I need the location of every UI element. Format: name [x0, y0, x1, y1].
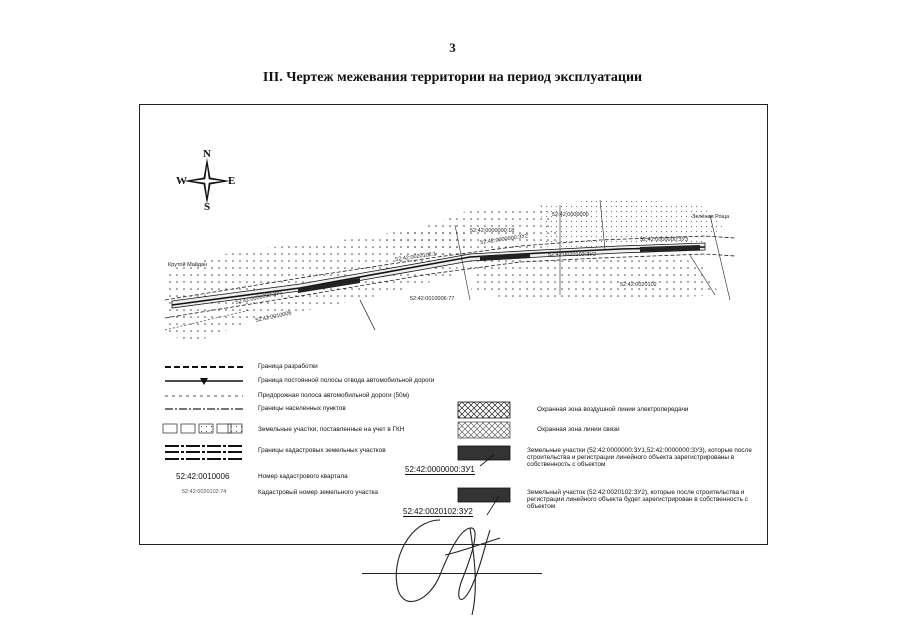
legend-item: Земельные участки, поставленные на учет …: [258, 426, 405, 433]
cadastral-label: 52:42:0000000:ЗУ3: [640, 237, 689, 243]
compass-east: E: [228, 175, 236, 187]
cadastral-label: 52:42:0020102: [620, 282, 657, 288]
compass-south: S: [204, 201, 211, 213]
compass-star-icon: [184, 158, 230, 204]
settlement-area-lower: [470, 255, 720, 300]
drawing-frame: [139, 104, 768, 545]
parcel-zu2: [480, 253, 530, 261]
compass-west: W: [176, 175, 187, 187]
cadastral-label: 52:42:0000000:18: [470, 228, 515, 234]
village-label: Крутой Майдан: [168, 262, 208, 268]
signature: [395, 519, 501, 616]
callout-label: 52:42:0000000:ЗУ1: [405, 465, 475, 475]
legend-item: Границы населенных пунктов: [258, 405, 346, 412]
legend-item: Номер кадастрового квартала: [258, 473, 348, 480]
document-title: III. Чертеж межевания территории на пери…: [262, 70, 643, 85]
kv-number-sample: 52:42:0010006: [176, 472, 230, 481]
legend-symbols: [162, 366, 511, 516]
cadastral-label: 52:42:0020102:ЗУ2: [548, 252, 597, 258]
compass-north: N: [203, 148, 211, 160]
cadastral-label: 52:42:0010006:77: [410, 296, 455, 302]
plot-number-sample: 52:42:0020102:74: [182, 489, 227, 495]
signature-line: [362, 573, 542, 574]
parcel-zu3: [640, 245, 700, 252]
village-label: Зелёная Роща: [692, 214, 730, 220]
legend-item: Границы кадастровых земельных участков: [258, 447, 386, 454]
legend-item: Граница постоянной полосы отвода автомоб…: [258, 377, 435, 384]
parcel-zu1: [298, 278, 360, 293]
legend-item: Земельный участок (52:42:0020102:ЗУ2), к…: [527, 489, 748, 510]
compass-rose: N S W E: [176, 148, 238, 213]
cadastral-label: 52:42:0000000: [552, 212, 589, 218]
legend-item: Охранная зона линии связи: [537, 426, 620, 433]
legend-item: Граница разработки: [258, 363, 318, 370]
settlement-area-right: [540, 198, 725, 250]
callout-label: 52:42:0020102:ЗУ2: [403, 507, 473, 517]
legend-item: Охранная зона воздушной линии электропер…: [537, 406, 689, 413]
legend-item: Земельные участки (52:42:0000000:ЗУ1,52:…: [527, 447, 752, 468]
page-number: 3: [449, 40, 456, 55]
legend-item: Кадастровый номер земельного участка: [258, 489, 378, 496]
legend-item: Придорожная полоса автомобильной дороги …: [258, 392, 410, 399]
